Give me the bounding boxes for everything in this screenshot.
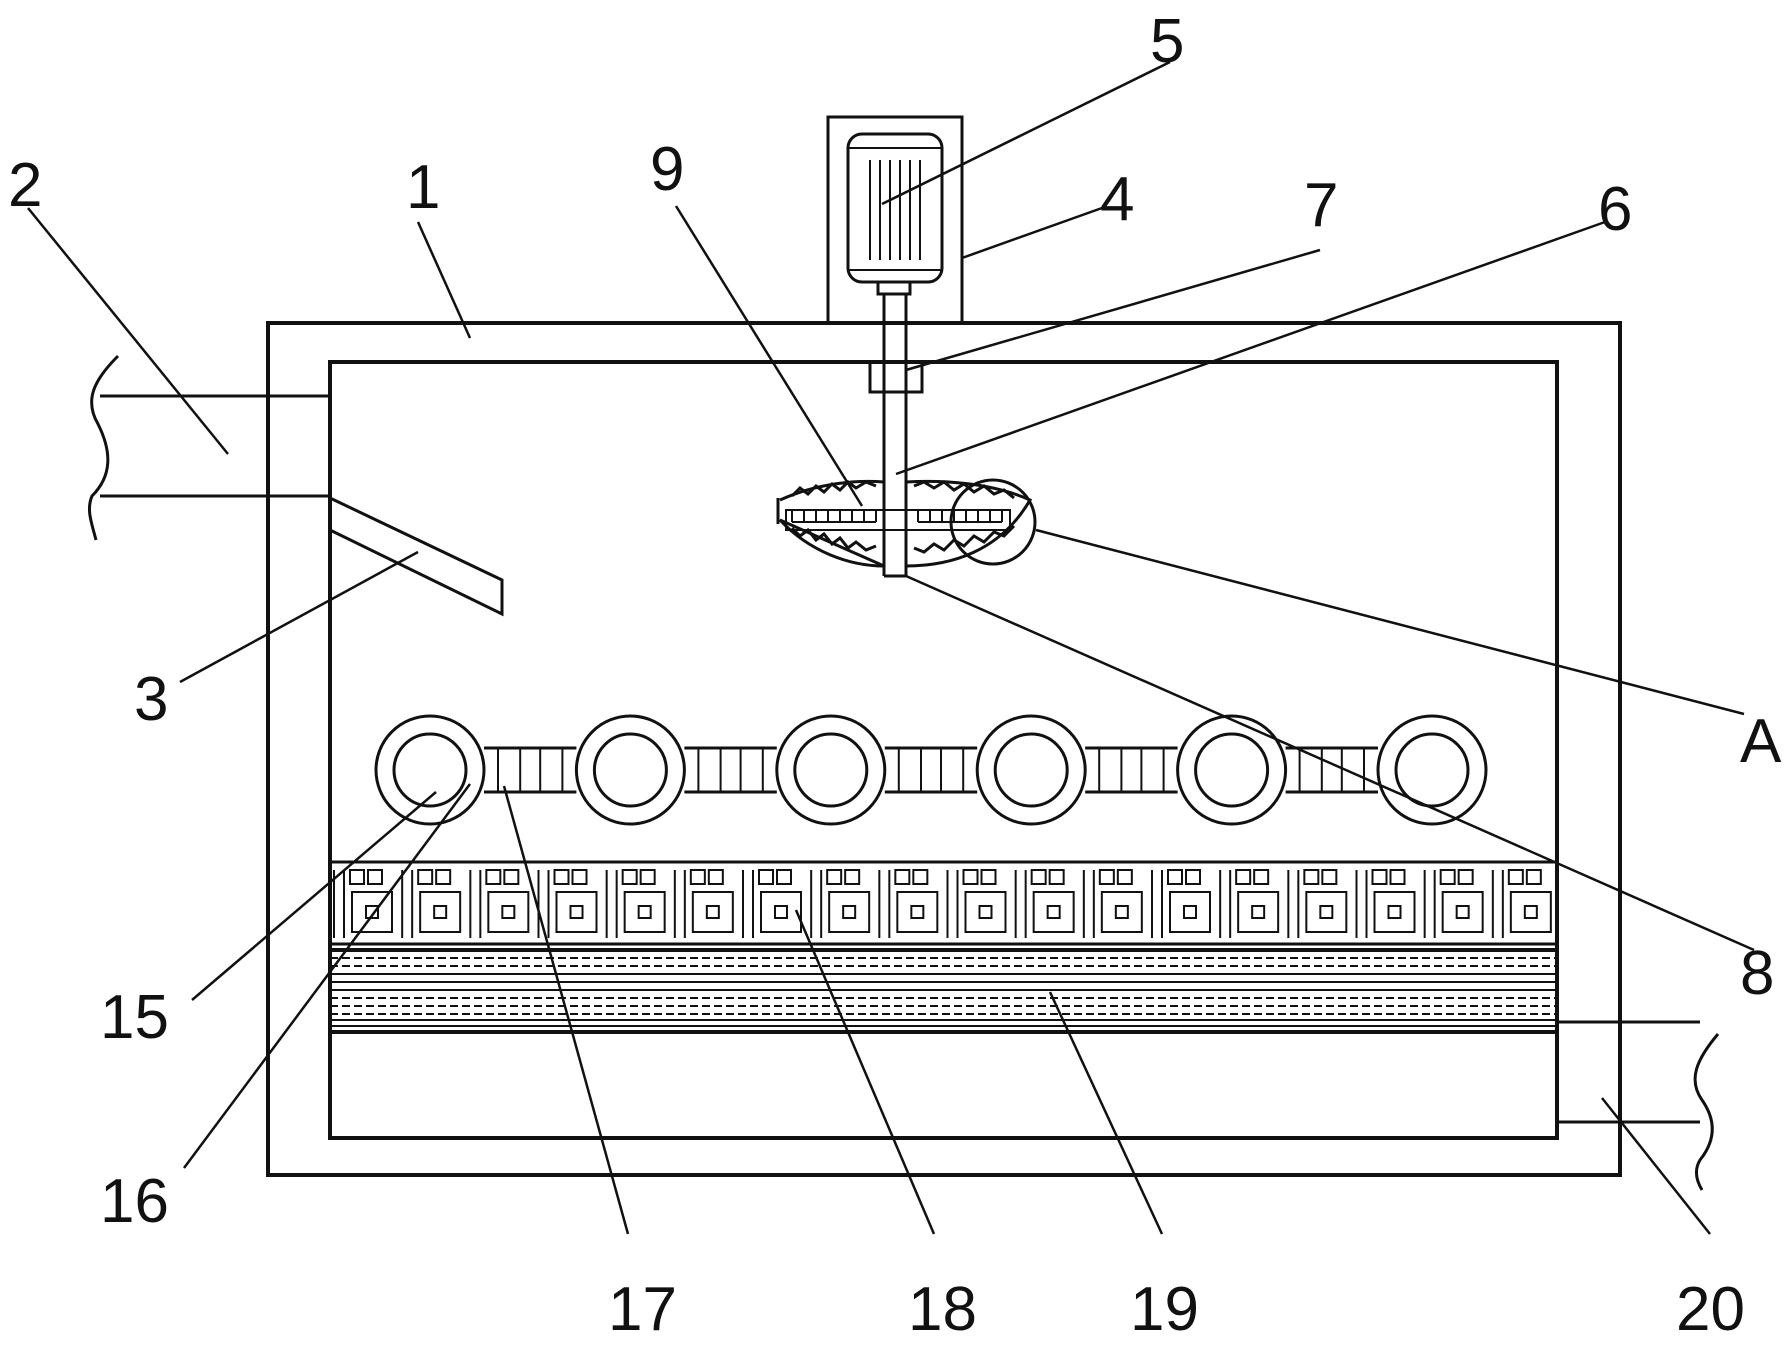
label-8: 8: [1740, 939, 1774, 1008]
label-20: 20: [1676, 1275, 1745, 1344]
filter-cell: [878, 869, 939, 938]
filter-cell: [810, 869, 871, 938]
filter-cell: [1014, 869, 1075, 938]
filter-cell: [1219, 869, 1280, 938]
chain-link: [1085, 746, 1178, 794]
rotating-shaft: [882, 294, 908, 578]
outlet-pipe: [1557, 1020, 1720, 1191]
motor: [846, 132, 944, 296]
filter-cell: [333, 869, 393, 938]
chain-link: [684, 746, 777, 794]
chain-link: [884, 746, 978, 794]
chain-link: [484, 746, 577, 794]
spray-disc: [776, 479, 1033, 568]
filter-cell: [1082, 869, 1143, 938]
roller: [1176, 714, 1288, 826]
filter-cell: [1423, 869, 1484, 938]
roller: [574, 714, 686, 826]
roller: [975, 714, 1087, 826]
label-17: 17: [608, 1275, 677, 1344]
roller: [775, 714, 887, 826]
chain-link: [1285, 746, 1378, 794]
filter-cell: [673, 869, 734, 938]
label-5: 5: [1150, 7, 1184, 76]
label-16: 16: [100, 1167, 169, 1236]
inlet-pipe: [88, 354, 330, 541]
filter-cell: [537, 869, 598, 938]
label-A: A: [1740, 707, 1782, 776]
filter-cell: [1491, 869, 1552, 938]
filter-cell: [469, 869, 530, 938]
roller-chain: [374, 714, 1488, 826]
filter-frame: [330, 860, 1557, 946]
filter-cells: [333, 869, 1552, 938]
deflector-plate: [329, 496, 504, 617]
filter-cell: [1287, 869, 1348, 938]
callout-labels: 2 1 3 4 5 6 7 8 9 A 15 16 17 18 19 20: [8, 7, 1782, 1344]
filter-cell: [605, 869, 666, 938]
label-6: 6: [1598, 175, 1632, 244]
filter-cell: [946, 869, 1007, 938]
label-1: 1: [406, 153, 440, 222]
detail-circle-A: [949, 478, 1037, 566]
label-15: 15: [100, 983, 169, 1052]
label-2: 2: [8, 151, 42, 220]
label-3: 3: [134, 665, 168, 734]
label-19: 19: [1130, 1275, 1199, 1344]
label-4: 4: [1100, 165, 1134, 234]
filter-cell: [742, 869, 802, 938]
filter-cell: [1151, 869, 1211, 938]
motor-box: [826, 115, 964, 325]
label-18: 18: [908, 1275, 977, 1344]
fiber-filter-layer: [330, 948, 1557, 1034]
roller: [1376, 714, 1488, 826]
label-7: 7: [1304, 171, 1338, 240]
leader-lines: [27, 60, 1755, 1235]
filter-cell: [1355, 869, 1416, 938]
bearing: [868, 360, 924, 394]
filter-cell: [401, 869, 462, 938]
roller: [374, 714, 486, 826]
label-9: 9: [650, 135, 684, 204]
